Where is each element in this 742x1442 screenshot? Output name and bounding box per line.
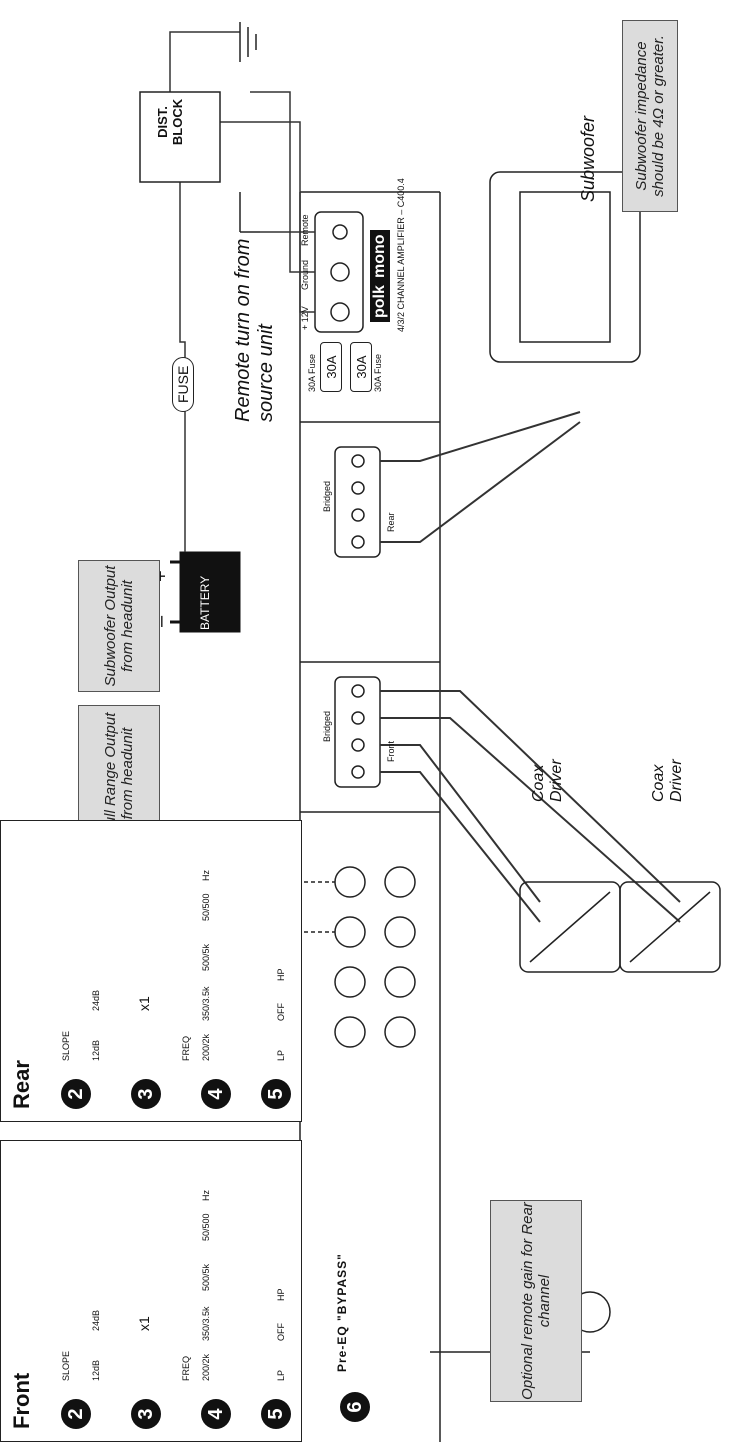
freq-label: FREQ <box>181 1355 191 1381</box>
panel-title: Front <box>9 1372 34 1429</box>
power-terminal-block <box>314 211 364 333</box>
step-2-badge: 2 <box>61 1079 91 1109</box>
freq-500: 500/5k <box>201 1263 211 1291</box>
subwoofer-output-note: Subwoofer Output from headunit <box>78 560 160 692</box>
dist-block <box>139 91 221 183</box>
battery-symbol <box>170 551 241 633</box>
filter-lp: LP <box>276 1369 286 1381</box>
freq-50: 50/500 <box>201 1213 211 1241</box>
fuse-1-label: 30A Fuse <box>307 353 317 392</box>
freq-200: 200/2k <box>201 1353 211 1381</box>
step-4-badge: 4 <box>201 1399 231 1429</box>
subwoofer-impedance-note: Subwoofer impedance should be 4Ω or grea… <box>622 20 678 212</box>
rca-jacks <box>334 866 416 1048</box>
model-text: 4/3/2 CHANNEL AMPLIFIER – C400.4 <box>396 178 406 332</box>
fuse-2-label: 30A Fuse <box>373 353 383 392</box>
pre-eq-bypass-label: Pre-EQ "BYPASS" <box>335 1253 349 1372</box>
step-3-badge: 3 <box>131 1399 161 1429</box>
freq-hz: Hz <box>201 870 211 881</box>
subwoofer-icon <box>489 171 641 363</box>
step-3-badge: 3 <box>131 1079 161 1109</box>
rear-speaker-wires <box>380 411 581 543</box>
rear-channel-label: Rear <box>386 512 396 532</box>
panel-title: Rear <box>9 1060 34 1109</box>
step-2-badge: 2 <box>61 1399 91 1429</box>
slope-12-label: 12dB <box>91 1039 101 1061</box>
filter-off: OFF <box>276 1323 286 1341</box>
power-terminal-12v: + 12V <box>300 306 310 330</box>
filter-off: OFF <box>276 1003 286 1021</box>
coax-driver-label-2: Coax Driver <box>650 759 685 802</box>
front-terminal-block <box>334 676 381 788</box>
fuse-2: 30A <box>350 342 372 392</box>
slope-24-label: 24dB <box>91 1309 101 1331</box>
freq-50: 50/500 <box>201 893 211 921</box>
ground-icon <box>239 22 257 62</box>
filter-hp: HP <box>276 1288 286 1301</box>
filter-hp: HP <box>276 968 286 981</box>
settings-panel-rear: Rear 2 3 4 5 SLOPE 12dB 24dB x1 FREQ 200… <box>0 820 302 1122</box>
filter-lp: LP <box>276 1049 286 1061</box>
slope-label: SLOPE <box>61 1350 71 1381</box>
freq-label: FREQ <box>181 1035 191 1061</box>
brand-logo: polk <box>370 281 390 322</box>
freq-350: 350/3.5k <box>201 986 211 1021</box>
front-bridged-label: Bridged <box>322 710 332 742</box>
front-driver-2-icon <box>619 881 721 973</box>
slope-12-label: 12dB <box>91 1359 101 1381</box>
model-brand-logo: mono <box>370 230 390 282</box>
slope-label: SLOPE <box>61 1030 71 1061</box>
power-terminal-remote: Remote <box>300 214 310 246</box>
optional-remote-gain-note: Optional remote gain for Rear channel <box>490 1200 582 1402</box>
freq-500: 500/5k <box>201 943 211 971</box>
dist-block-label: DIST. BLOCK <box>155 98 185 146</box>
step-6-badge: 6 <box>340 1392 370 1422</box>
remote-arrow-icon <box>239 192 260 233</box>
subwoofer-title: Subwoofer <box>578 115 598 202</box>
settings-panel-front: Front 2 3 4 5 SLOPE 12dB 24dB x1 FREQ 20… <box>0 1140 302 1442</box>
freq-200: 200/2k <box>201 1033 211 1061</box>
step-4-badge: 4 <box>201 1079 231 1109</box>
remote-turn-on-note: Remote turn on from source unit <box>232 238 277 422</box>
battery-label: BATTERY <box>198 575 212 630</box>
rear-terminal-block <box>334 446 381 558</box>
fuse-1: 30A <box>320 342 342 392</box>
front-speaker-wires <box>380 690 681 923</box>
step-5-badge: 5 <box>261 1079 291 1109</box>
fuse-label: FUSE <box>172 356 194 412</box>
freq-hz: Hz <box>201 1190 211 1201</box>
gain-label: x1 <box>136 1316 152 1331</box>
step-5-badge: 5 <box>261 1399 291 1429</box>
power-terminal-ground: Ground <box>300 259 310 290</box>
freq-350: 350/3.5k <box>201 1306 211 1341</box>
coax-driver-label-1: Coax Driver <box>530 759 565 802</box>
gain-label: x1 <box>136 996 152 1011</box>
rear-bridged-label: Bridged <box>322 480 332 512</box>
slope-24-label: 24dB <box>91 989 101 1011</box>
front-channel-label: Front <box>386 740 396 762</box>
